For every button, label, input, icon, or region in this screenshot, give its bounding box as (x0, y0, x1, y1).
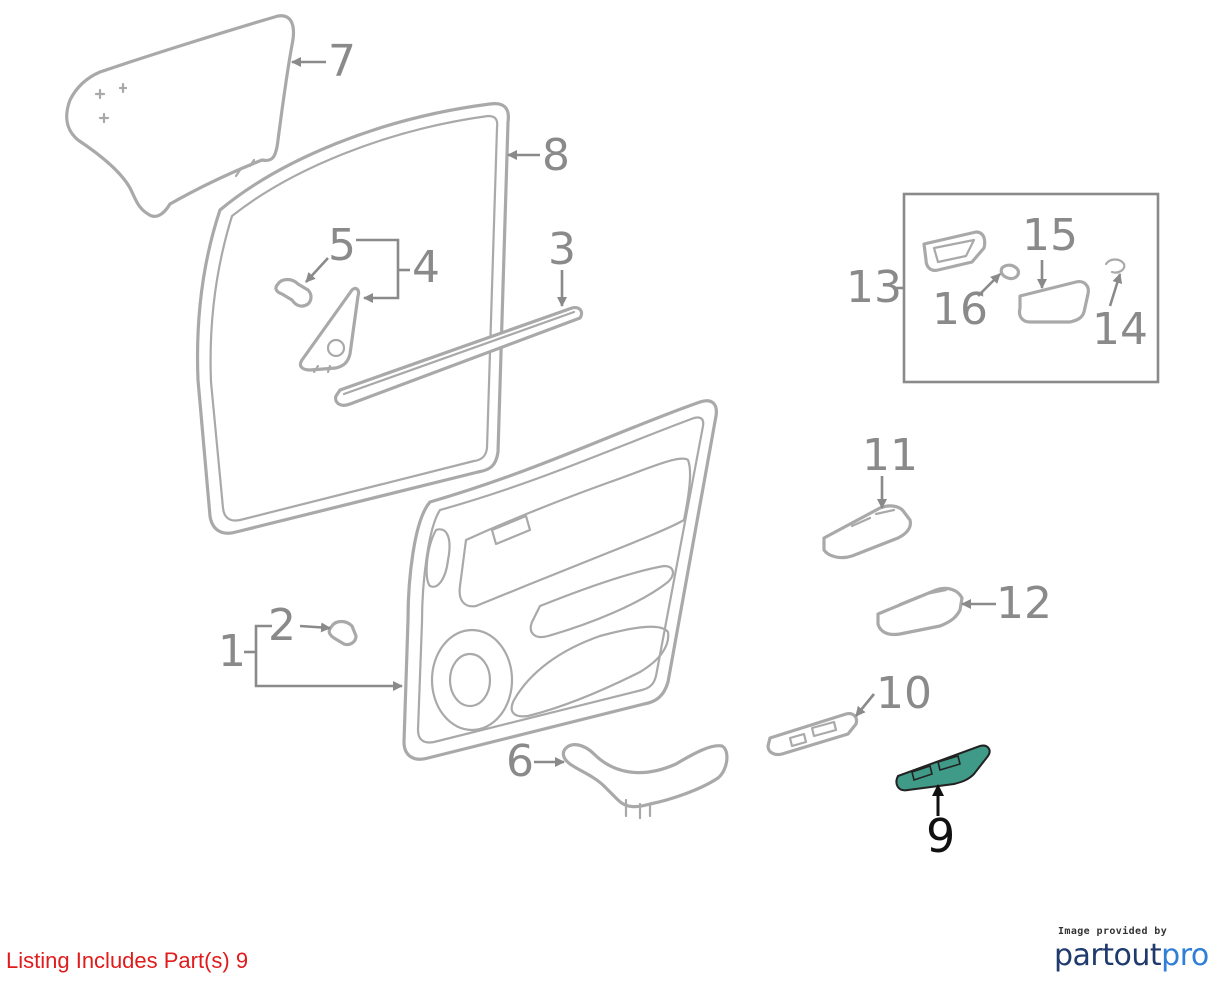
part-6-armrest (561, 743, 729, 820)
callout-1: 1 (218, 626, 246, 677)
callout-15: 15 (1022, 210, 1078, 261)
part-4-mirror-cover (298, 286, 361, 374)
part-15-socket (1017, 280, 1090, 324)
callout-11: 11 (862, 430, 918, 481)
part-10-switch-bezel (766, 712, 859, 757)
part-3-belt-moulding (334, 306, 584, 407)
part-13-bezel (922, 230, 987, 272)
image-credit-text: Image provided by (1058, 926, 1168, 937)
part-11-switch (822, 504, 912, 560)
callout-3: 3 (548, 224, 576, 275)
part-9-switch-panel-highlighted (895, 744, 991, 792)
callout-5: 5 (328, 220, 356, 271)
part-14-clip (1104, 258, 1126, 274)
callout-6: 6 (506, 736, 534, 787)
callout-labels: 7 8 3 5 4 2 1 6 13 15 16 14 11 12 10 9 (218, 36, 1148, 863)
listing-parts-note: Listing Includes Part(s) 9 (6, 948, 249, 973)
part-2-clip (327, 619, 358, 647)
partoutpro-logo: partoutpro (1054, 938, 1209, 973)
callout-8: 8 (542, 130, 570, 181)
part-16-small-bulb (999, 263, 1020, 281)
leader-lines (244, 57, 1123, 816)
callout-13: 13 (846, 262, 902, 313)
callout-12: 12 (996, 578, 1052, 629)
part-5-screw (274, 277, 313, 308)
callout-14: 14 (1092, 304, 1148, 355)
part-12-switch (876, 586, 964, 637)
part-7-door-glass (65, 14, 296, 218)
callout-16: 16 (932, 284, 988, 335)
callout-2: 2 (268, 600, 296, 651)
callout-10: 10 (876, 668, 932, 719)
callout-9-highlighted: 9 (926, 809, 955, 863)
part-1-door-trim-panel (402, 399, 718, 761)
callout-4: 4 (412, 242, 440, 293)
callout-7: 7 (328, 36, 356, 87)
brand-part1: partout (1054, 938, 1162, 973)
brand-part2: pro (1161, 938, 1209, 973)
